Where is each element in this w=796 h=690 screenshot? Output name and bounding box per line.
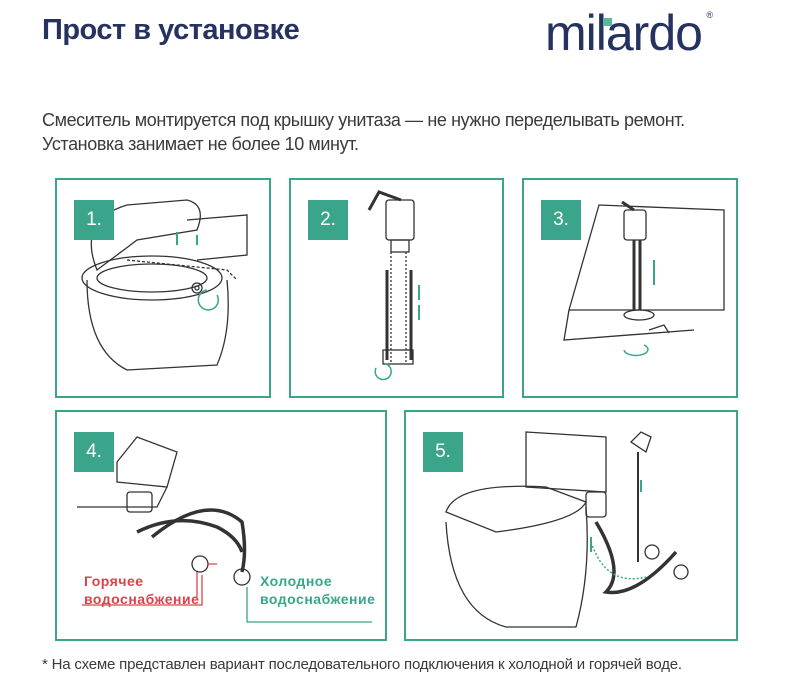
- mount-mixer-illustration: [563, 200, 725, 357]
- description: Смеситель монтируется под крышку унитаза…: [42, 108, 685, 156]
- connect-hoses-illustration: [77, 436, 372, 623]
- cold-water-label: Холодное водоснабжение: [260, 572, 375, 608]
- mixer-hoses-illustration: [367, 190, 420, 381]
- step-2-panel: 2.: [289, 178, 504, 398]
- description-line-1: Смеситель монтируется под крышку унитаза…: [42, 110, 685, 130]
- brand-logo: milardo®: [545, 4, 713, 62]
- cold-line-2: водоснабжение: [260, 591, 376, 607]
- hot-line-1: Горячее: [84, 573, 144, 589]
- hot-water-label: Горячее водоснабжение: [84, 572, 199, 608]
- step-4-panel: 4. Горячее водоснабжение Холодное водосн…: [55, 410, 387, 641]
- step-3-badge: 3.: [541, 200, 581, 240]
- step-2-badge: 2.: [308, 200, 348, 240]
- step-5-panel: 5.: [404, 410, 738, 641]
- logo-text: milardo: [545, 5, 703, 61]
- step-5-badge: 5.: [423, 432, 463, 472]
- page-title: Прост в установке: [42, 14, 300, 46]
- step-1-panel: 1.: [55, 178, 271, 398]
- footnote: * На схеме представлен вариант последова…: [42, 656, 682, 673]
- step-1-badge: 1.: [74, 200, 114, 240]
- description-line-2: Установка занимает не более 10 минут.: [42, 134, 359, 154]
- installed-toilet-illustration: [445, 431, 689, 628]
- toilet-lid-illustration: [81, 199, 248, 371]
- cold-line-1: Холодное: [260, 573, 333, 589]
- step-4-badge: 4.: [74, 432, 114, 472]
- hot-line-2: водоснабжение: [84, 591, 200, 607]
- registered-mark: ®: [706, 10, 713, 20]
- step-3-panel: 3.: [522, 178, 738, 398]
- logo-dot: [603, 18, 612, 26]
